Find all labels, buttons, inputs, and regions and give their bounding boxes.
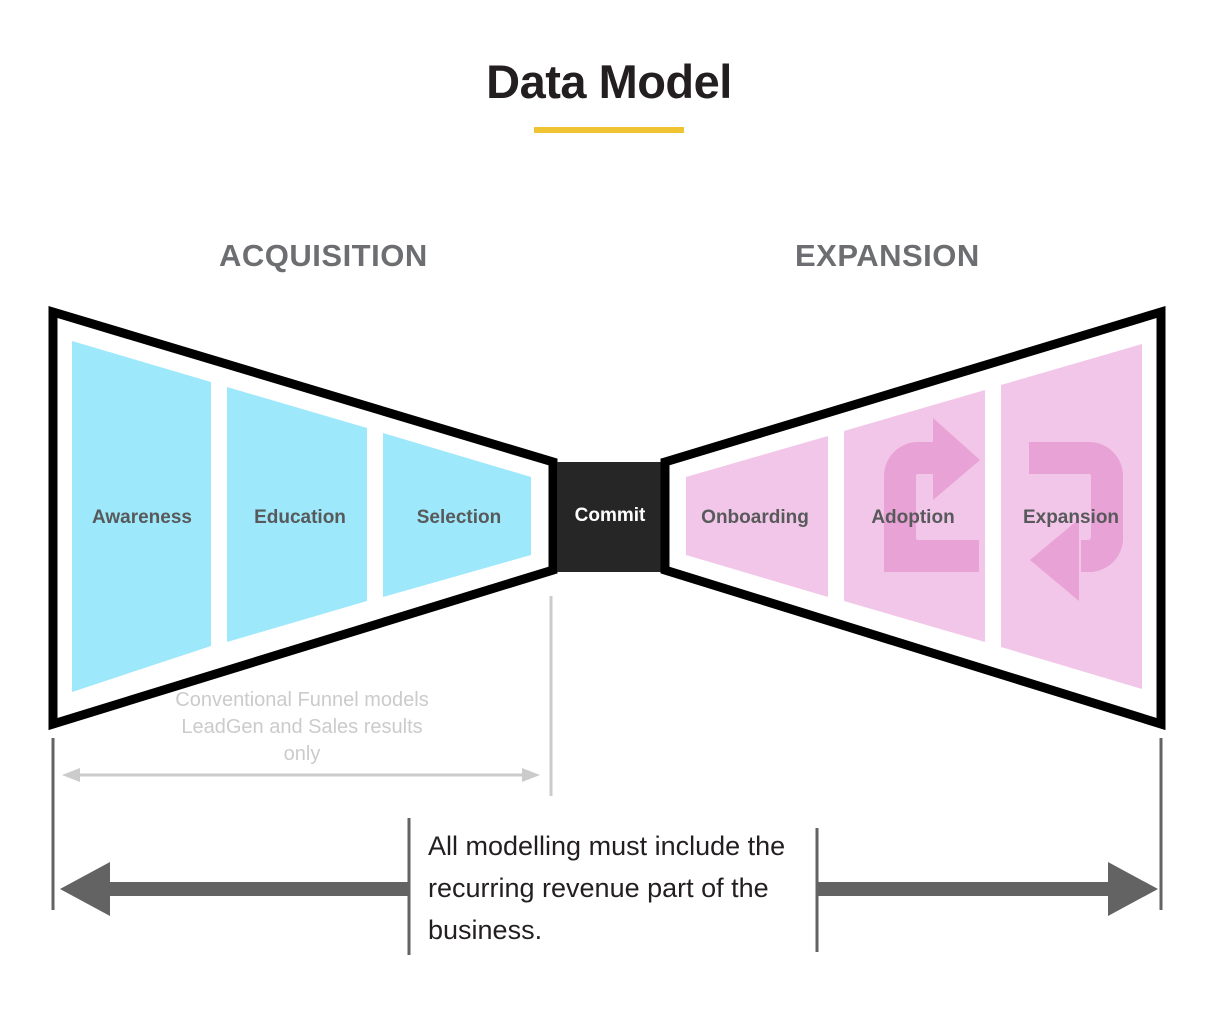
arrow-left-icon	[60, 862, 410, 916]
stage-label-onboarding: Onboarding	[701, 507, 809, 528]
page-title: Data Model	[486, 55, 732, 108]
annotation-recurring-revenue: All modelling must include the recurring…	[428, 831, 786, 945]
acquisition-outer-outline	[48, 305, 558, 731]
commit-label: Commit	[574, 505, 646, 526]
stage-shape-onboarding[interactable]	[686, 436, 828, 597]
stage-label-adoption: Adoption	[871, 507, 955, 528]
stage-label-awareness: Awareness	[92, 507, 192, 528]
arrow-right-icon	[817, 862, 1158, 916]
title-underline-rule	[534, 127, 684, 133]
annotation-conventional-funnel: Conventional Funnel models LeadGen and S…	[175, 689, 429, 765]
commit-box[interactable]	[557, 462, 662, 572]
stage-label-expansion: Expansion	[1022, 507, 1120, 528]
double-headed-arrow-icon	[62, 768, 540, 782]
section-heading-acquisition: ACQUISITION	[219, 238, 428, 273]
expansion-outer-outline	[660, 305, 1166, 731]
title-block: Data Model	[0, 58, 1218, 133]
stage-label-selection: Selection	[416, 507, 502, 528]
section-heading-expansion: EXPANSION	[795, 238, 980, 273]
stage-shape-selection[interactable]	[383, 433, 531, 597]
recycle-loop-icon	[884, 418, 1123, 601]
stage-shape-expansion[interactable]	[1001, 344, 1142, 689]
stage-shape-education[interactable]	[227, 387, 367, 642]
stage-label-education: Education	[254, 507, 346, 528]
stage-shape-awareness[interactable]	[72, 341, 211, 692]
